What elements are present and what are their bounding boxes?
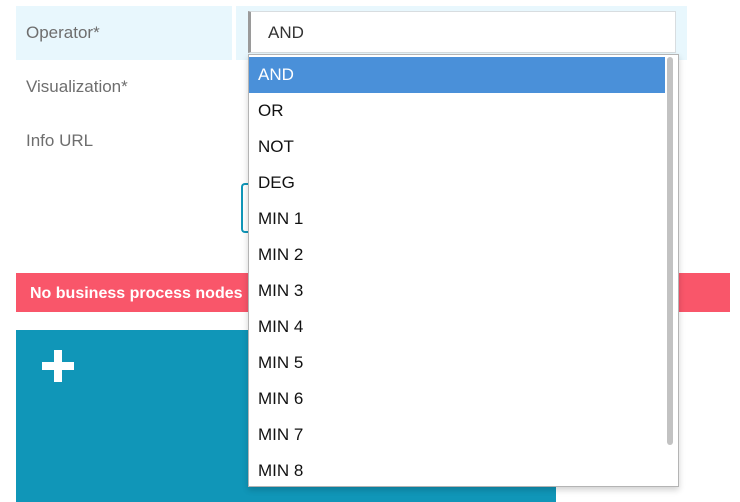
obscured-input-edge (241, 183, 249, 233)
dropdown-option-min-7[interactable]: MIN 7 (258, 425, 304, 444)
visualization-row: Visualization* (16, 60, 687, 114)
alert-text: No business process nodes (30, 285, 243, 302)
dropdown-option-and[interactable]: AND (249, 57, 665, 93)
dropdown-option-not[interactable]: NOT (258, 137, 294, 156)
dropdown-option-min-1[interactable]: MIN 1 (258, 209, 304, 228)
dropdown-option-min-4[interactable]: MIN 4 (258, 317, 304, 336)
operator-select-value: AND (268, 23, 304, 42)
dropdown-scrollbar[interactable] (665, 55, 678, 486)
dropdown-scrollbar-thumb[interactable] (667, 57, 673, 445)
operator-label: Operator* (26, 23, 100, 42)
dropdown-option-min-5[interactable]: MIN 5 (258, 353, 304, 372)
row-divider (232, 6, 236, 60)
operator-dropdown-list[interactable]: AND OR NOT DEG MIN 1 MIN 2 MIN 3 MIN 4 M… (248, 54, 679, 487)
info-url-label: Info URL (26, 131, 94, 150)
dropdown-option-min-3[interactable]: MIN 3 (258, 281, 304, 300)
operator-select[interactable]: AND (248, 11, 676, 53)
dropdown-option-min-2[interactable]: MIN 2 (258, 245, 304, 264)
visualization-label: Visualization* (26, 77, 128, 96)
dropdown-option-or[interactable]: OR (258, 101, 284, 120)
dropdown-option-min-6[interactable]: MIN 6 (258, 389, 304, 408)
dropdown-option-deg[interactable]: DEG (258, 173, 295, 192)
dropdown-option-min-8[interactable]: MIN 8 (258, 461, 304, 480)
info-url-row: Info URL (16, 114, 687, 168)
plus-icon[interactable] (42, 350, 74, 382)
